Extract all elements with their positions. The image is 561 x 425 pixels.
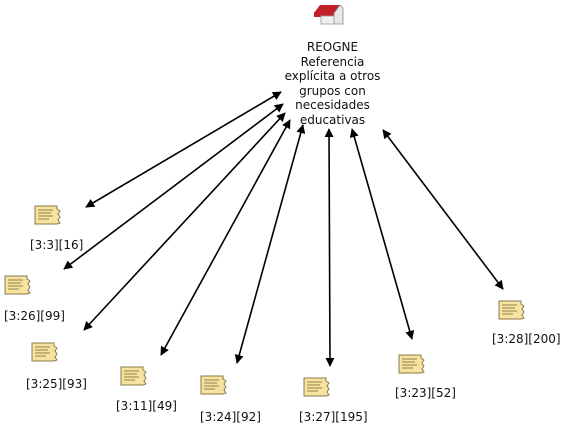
quotation-label: [3:27][195] bbox=[299, 410, 368, 424]
quotation-icon bbox=[200, 375, 227, 395]
code-line-3: grupos con bbox=[299, 83, 366, 98]
quotation-label: [3:24][92] bbox=[200, 410, 261, 424]
code-line-4: necesidades bbox=[295, 98, 370, 112]
code-line-5: educativas bbox=[299, 112, 366, 127]
quotation-icon bbox=[34, 205, 61, 225]
code-line-1: Referencia bbox=[300, 54, 365, 69]
quotation-icon bbox=[303, 377, 330, 397]
relation-edge bbox=[63, 103, 284, 270]
quotation-label: [3:25][93] bbox=[26, 377, 87, 391]
quotation-icon bbox=[120, 366, 147, 386]
quotation-label: [3:3][16] bbox=[30, 238, 84, 252]
quotation-icon bbox=[31, 342, 58, 362]
quotation-label: [3:26][99] bbox=[4, 309, 65, 323]
code-title: REOGNE bbox=[306, 40, 359, 54]
quotation-label: [3:23][52] bbox=[395, 386, 456, 400]
relation-edge bbox=[160, 119, 291, 356]
quotation-icon bbox=[398, 354, 425, 374]
quotation-label: [3:28][200] bbox=[492, 332, 561, 346]
relation-edge bbox=[382, 129, 504, 290]
quotation-label: [3:11][49] bbox=[116, 399, 177, 413]
code-label[interactable]: REOGNE Referencia explícita a otros grup… bbox=[270, 40, 395, 127]
quotation-icon bbox=[4, 275, 31, 295]
relation-edge bbox=[349, 128, 415, 340]
code-line-2: explícita a otros bbox=[284, 69, 381, 83]
relation-edge bbox=[234, 124, 306, 364]
quotation-icon bbox=[498, 300, 525, 320]
relation-edge bbox=[324, 128, 335, 367]
code-icon[interactable] bbox=[314, 4, 344, 25]
